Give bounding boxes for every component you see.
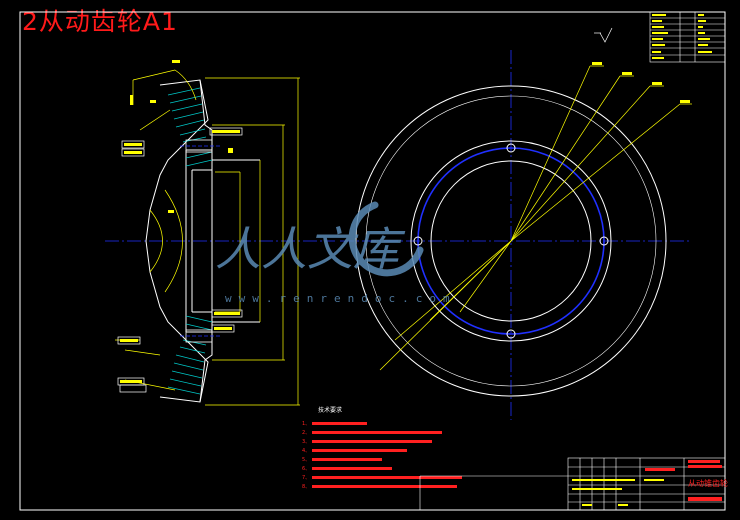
section-dimensions — [115, 69, 300, 406]
section-hatch — [167, 87, 213, 395]
svg-text:6、: 6、 — [302, 466, 310, 472]
title-block-red-text — [645, 460, 722, 501]
tolerance-frames — [117, 127, 243, 393]
title-block — [419, 457, 726, 511]
svg-text:2、: 2、 — [302, 430, 310, 436]
bolt-holes — [413, 143, 609, 339]
title-block-yellow-text — [572, 479, 664, 506]
section-labels — [130, 60, 233, 213]
radial-labels — [592, 62, 690, 103]
tolerance-text — [120, 130, 240, 383]
svg-text:8、: 8、 — [302, 484, 310, 490]
watermark: 人人文库 www.renrendoc.com — [215, 201, 457, 305]
drawing-border — [19, 11, 726, 511]
svg-text:5、: 5、 — [302, 457, 310, 463]
front-view — [340, 50, 692, 420]
svg-text:4、: 4、 — [302, 448, 310, 454]
parameter-table-text — [652, 14, 712, 59]
watermark-url: www.renrendoc.com — [225, 292, 457, 305]
outer-circle — [355, 85, 667, 397]
svg-text:3、: 3、 — [302, 439, 310, 445]
bolt-pitch-circle — [417, 147, 605, 335]
section-outline — [145, 79, 260, 403]
tech-requirements-title: 技术要求 — [318, 406, 342, 414]
title-block-name: 从动锥齿轮 — [688, 478, 728, 488]
hub-outer-circle — [410, 140, 612, 342]
root-circle — [365, 95, 657, 387]
parameter-table — [649, 11, 726, 63]
tech-requirements: 技术要求 1、 2、 3、 4、 5、 6、 7、 8、 — [302, 406, 462, 490]
bore-circle — [430, 160, 592, 322]
bolt-hole-section — [180, 139, 220, 343]
svg-text:7、: 7、 — [302, 475, 310, 481]
svg-text:1、: 1、 — [302, 421, 310, 427]
radial-dimensions — [379, 65, 692, 371]
watermark-logo-text: 人人文库 — [215, 222, 406, 276]
section-view — [105, 60, 335, 406]
watermark-swoosh — [348, 201, 424, 277]
roughness-symbol — [594, 27, 613, 43]
